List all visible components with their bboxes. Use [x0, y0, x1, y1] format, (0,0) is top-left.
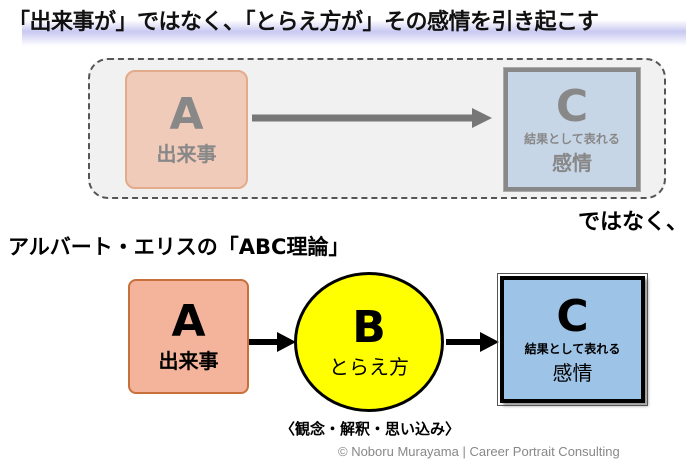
event-box: A 出来事: [128, 279, 249, 394]
letter-c: C: [556, 290, 589, 342]
title-banner: [22, 20, 686, 46]
belief-caption: 〈観念・解釈・思い込み〉: [279, 420, 460, 438]
arrow-right-icon: [446, 332, 499, 352]
arrow-right-icon: [249, 332, 296, 352]
event-label: 出来事: [156, 142, 217, 166]
faded-emotion-box: C 結果として表れる 感情: [503, 67, 641, 192]
faded-event-box: A 出来事: [125, 70, 248, 189]
emotion-label: 感情: [552, 150, 592, 175]
copyright: © Noboru Murayama | Career Portrait Cons…: [338, 444, 620, 459]
letter-a: A: [171, 296, 206, 347]
letter-a: A: [169, 89, 204, 140]
emotion-label: 感情: [552, 360, 593, 385]
emotion-box: C 結果として表れる 感情: [497, 273, 648, 406]
letter-c: C: [555, 80, 589, 132]
faded-arrow-icon: [252, 108, 492, 128]
page-title: 「出来事が」ではなく、「とらえ方が」その感情を引き起こす: [8, 10, 599, 35]
abc-heading: アルバート・エリスの「ABC理論」: [8, 235, 350, 259]
not-label: ではなく、: [578, 210, 689, 235]
letter-b: B: [352, 301, 386, 353]
belief-circle: B とらえ方: [294, 272, 444, 412]
emotion-sub: 結果として表れる: [524, 131, 620, 146]
emotion-sub: 結果として表れる: [524, 341, 621, 356]
event-label: 出来事: [158, 349, 219, 373]
belief-label: とらえ方: [329, 354, 409, 379]
